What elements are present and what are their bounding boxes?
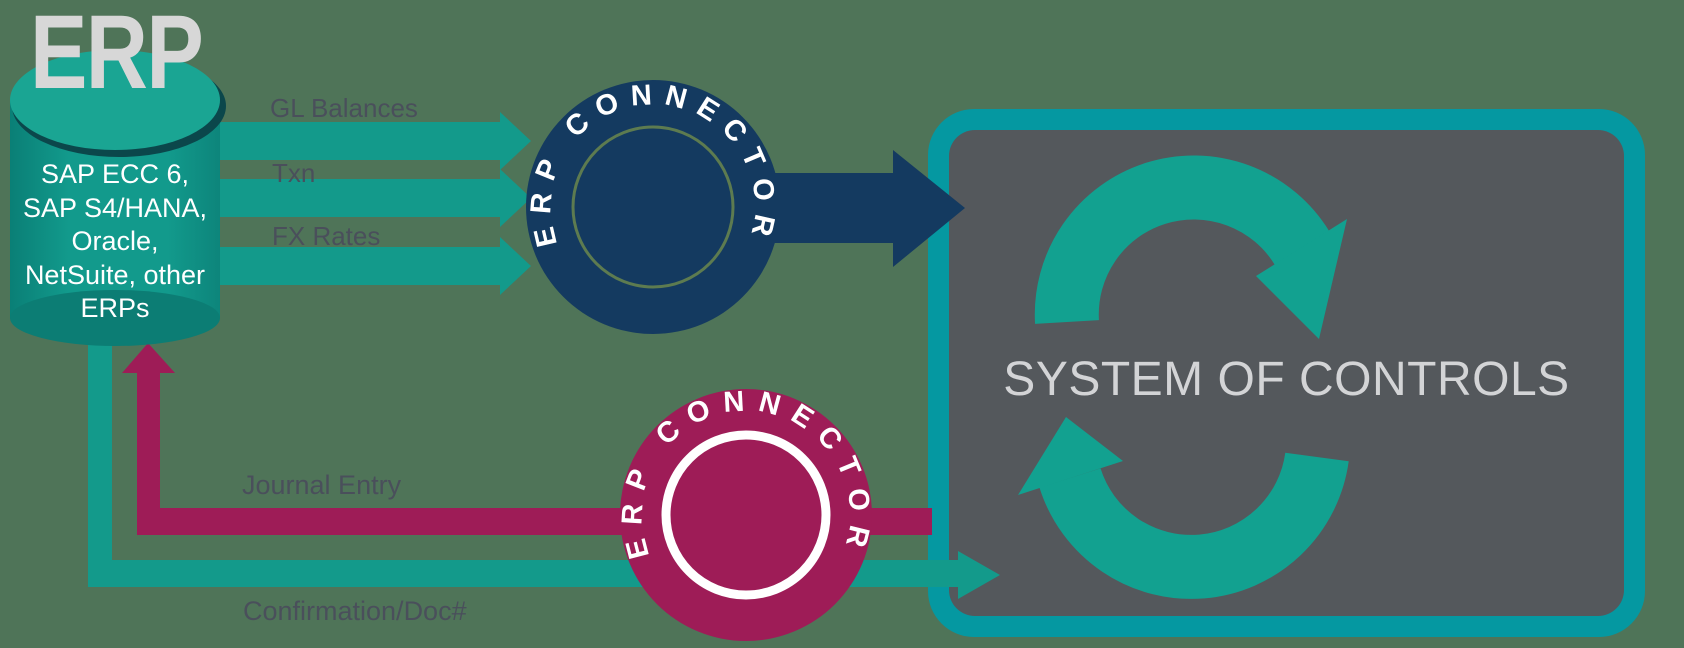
cycle-arrows-icon [1018,155,1349,599]
fx-rates-arrow-head [500,237,531,295]
gl-balances-arrow-head [500,112,531,170]
erp-connector-top-ring [571,125,735,289]
cycle-bottom-arc [1039,451,1349,599]
erp-connector-bottom-ring [661,430,831,600]
journal-entry-label: Journal Entry [242,470,402,500]
erp-connector-bottom-circle [620,389,872,641]
gl-balances-label: GL Balances [270,93,418,123]
txn-arrow-shaft [205,179,502,217]
fx-rates-arrow [205,237,531,295]
confirmation-line-vertical [88,320,112,587]
erp-system-line: SAP ECC 6, [40,159,190,189]
journal-line-vertical [137,370,160,532]
erp-system-line: ERPs [80,293,150,323]
erp-system-line: Oracle, [71,226,159,256]
cylinder-bottom [10,290,220,346]
system-of-controls-title: SYSTEM OF CONTROLS [1003,353,1570,406]
erp-connector-bottom [620,389,872,641]
navy-arrow-head [893,150,965,267]
erp-connector-top-circle [526,80,780,334]
fx-rates-arrow-shaft [205,247,502,285]
erp-database-cylinder [10,50,226,346]
erp-systems-list: SAP ECC 6, SAP S4/HANA, Oracle, NetSuite… [5,158,225,326]
journal-arrow-head [122,343,175,373]
gl-balances-arrow-shaft [205,122,502,160]
erp-system-line: SAP S4/HANA, [22,192,208,223]
gl-balances-arrow [205,112,531,170]
cycle-top-arc [1034,155,1330,324]
txn-arrow-head [500,169,531,227]
cycle-bottom-arrowhead [1018,417,1123,495]
cycle-top-arrowhead [1256,219,1347,339]
txn-label: Txn [272,158,316,188]
confirmation-label: Confirmation/Doc# [243,596,467,626]
erp-system-line: NetSuite, other [24,259,206,290]
cylinder-top [10,50,220,150]
txn-arrow [205,169,531,227]
erp-logo: ERP [30,0,204,111]
erp-connector-top [526,80,780,334]
confirmation-arrow-head [958,551,1000,599]
fx-rates-label: FX Rates [272,221,381,251]
